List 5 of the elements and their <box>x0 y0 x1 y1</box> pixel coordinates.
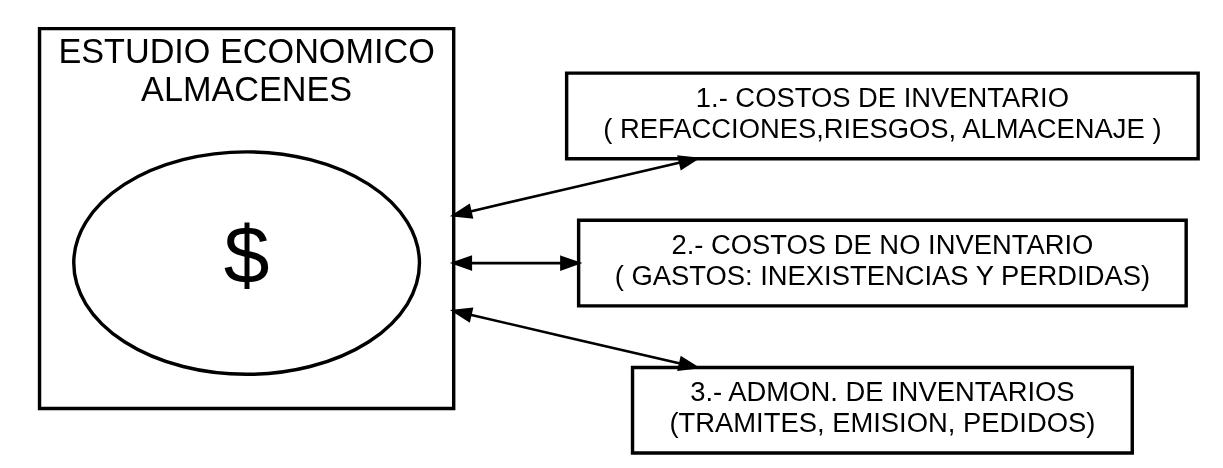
node-box: 1.- COSTOS DE INVENTARIO ( REFACCIONES,RIESGOS, ALMACENAJE ) <box>564 71 1200 161</box>
node-ellipse: $ <box>71 150 421 377</box>
node-box: 3.- ADMON. DE INVENTARIOS (TRAMITES, EMISION, PEDIDOS) <box>630 365 1134 455</box>
arrow <box>449 255 582 271</box>
node-box: 2.- COSTOS DE NO INVENTARIO ( GASTOS: INEXISTENCIAS Y PERDIDAS) <box>576 218 1188 308</box>
